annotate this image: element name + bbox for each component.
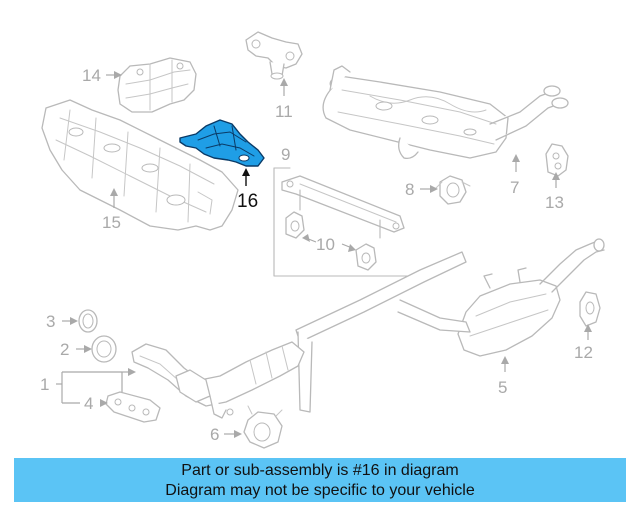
part-9-crossmember-kit-box: 9 bbox=[273, 145, 417, 277]
banner-line-part: Part or sub-assembly is #16 in diagram bbox=[181, 462, 459, 479]
callout-14-label: 14 bbox=[82, 66, 101, 85]
callout-15: 15 bbox=[102, 188, 121, 232]
callout-11-label: 11 bbox=[275, 102, 293, 121]
callout-9-label: 9 bbox=[281, 145, 290, 164]
callout-13: 13 bbox=[545, 172, 564, 212]
callout-6-label: 6 bbox=[210, 425, 219, 444]
part-13-rubber-hanger[interactable] bbox=[545, 143, 569, 177]
callout-13-label: 13 bbox=[545, 193, 564, 212]
part-2-seal[interactable] bbox=[91, 335, 117, 363]
callout-10: 10 bbox=[302, 234, 356, 254]
callout-16-label: 16 bbox=[237, 191, 258, 212]
callout-2: 2 bbox=[60, 340, 92, 359]
part-5-center-muffler[interactable] bbox=[457, 238, 605, 357]
part-10-mount[interactable] bbox=[285, 211, 377, 271]
part-9-crossmember[interactable] bbox=[281, 175, 405, 239]
part-3-gasket[interactable] bbox=[78, 309, 98, 333]
banner-line-disclaimer: Diagram may not be specific to your vehi… bbox=[165, 482, 475, 499]
part-6-clamp[interactable] bbox=[243, 405, 283, 449]
callout-3: 3 bbox=[46, 312, 78, 331]
callout-5-label: 5 bbox=[498, 378, 507, 397]
part-4-gasket[interactable] bbox=[105, 391, 161, 423]
callout-4: 4 bbox=[84, 394, 108, 413]
callout-7: 7 bbox=[510, 154, 520, 197]
callout-14: 14 bbox=[82, 66, 122, 85]
part-15-heat-shield[interactable] bbox=[41, 99, 239, 231]
part-7-rear-muffler[interactable] bbox=[322, 65, 569, 160]
callout-8-label: 8 bbox=[405, 180, 414, 199]
callout-5: 5 bbox=[498, 356, 509, 397]
part-info-banner: Part or sub-assembly is #16 in diagram D… bbox=[14, 458, 626, 502]
part-16-heat-shield[interactable] bbox=[179, 119, 265, 167]
part-12-mount[interactable] bbox=[579, 291, 601, 327]
exhaust-system-diagram: 15 14 16 11 bbox=[40, 31, 605, 449]
callout-12: 12 bbox=[574, 324, 593, 362]
callout-4-label: 4 bbox=[84, 394, 93, 413]
callout-11: 11 bbox=[275, 78, 293, 121]
callout-16: 16 bbox=[237, 168, 258, 212]
part-11-hanger-bracket[interactable] bbox=[245, 31, 303, 80]
part-1-front-pipe-assembly[interactable] bbox=[131, 341, 305, 419]
callout-6: 6 bbox=[210, 425, 242, 444]
part-14-heat-shield[interactable] bbox=[117, 57, 197, 113]
callout-10-label: 10 bbox=[316, 235, 335, 254]
callout-1-label: 1 bbox=[40, 375, 49, 394]
part-8-clamp[interactable] bbox=[435, 175, 471, 205]
callout-2-label: 2 bbox=[60, 340, 69, 359]
callout-8: 8 bbox=[405, 180, 438, 199]
callout-3-label: 3 bbox=[46, 312, 55, 331]
callout-15-label: 15 bbox=[102, 213, 121, 232]
callout-7-label: 7 bbox=[510, 178, 519, 197]
callout-12-label: 12 bbox=[574, 343, 593, 362]
